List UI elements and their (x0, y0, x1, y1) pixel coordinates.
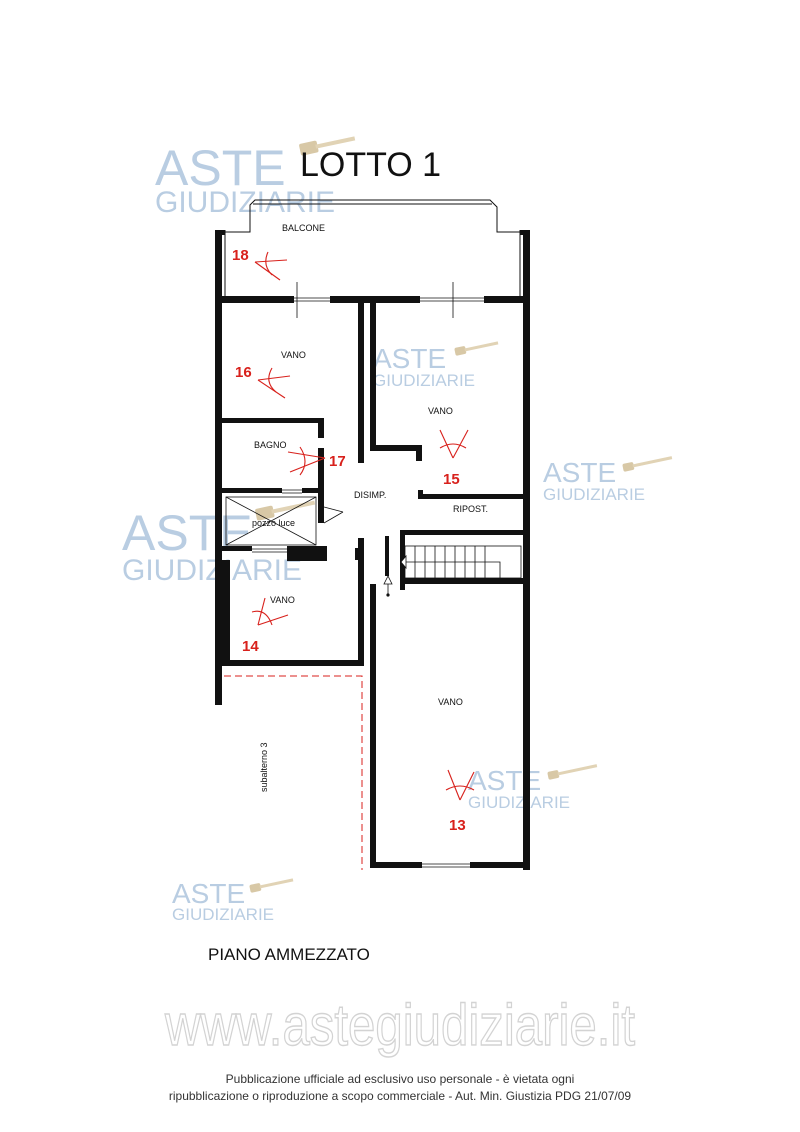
watermark-left-mid: ASTE GIUDIZIARIE (122, 500, 316, 587)
gavel-icon (299, 136, 356, 156)
watermark-giudiziarie: GIUDIZIARIE (543, 485, 645, 504)
door-swings (323, 506, 344, 524)
photo-point-15: 15 (439, 429, 469, 488)
windows (252, 282, 484, 868)
watermark-url: www.astegiudiziarie.it (164, 993, 635, 1058)
photo-point-18: 18 (232, 247, 288, 281)
watermark-giudiziarie: GIUDIZIARIE (172, 905, 274, 924)
watermark-aste: ASTE (543, 457, 616, 488)
room-label-ripost: RIPOST. (453, 504, 488, 514)
level-marker (383, 575, 393, 597)
room-label-pozzo-luce: pozzo luce (252, 518, 295, 528)
watermark-aste: ASTE (373, 343, 446, 374)
balcony-outline (222, 199, 523, 298)
camera-angle-icon (251, 597, 289, 626)
photo-point-17: 17 (287, 446, 346, 476)
photo-number: 13 (449, 817, 466, 834)
staircase (400, 545, 522, 579)
gavel-icon (255, 500, 316, 521)
room-label-vano-14: VANO (270, 595, 295, 605)
watermark-aste: ASTE (122, 505, 253, 561)
room-label-vano-16: VANO (281, 350, 306, 360)
watermark-right: ASTE GIUDIZIARIE (543, 456, 673, 504)
watermark-giudiziarie: GIUDIZIARIE (468, 793, 570, 812)
room-label-bagno: BAGNO (254, 440, 287, 450)
footer-line-1: Pubblicazione ufficiale ad esclusivo uso… (226, 1072, 575, 1086)
watermark-mid-right-room: ASTE GIUDIZIARIE (373, 341, 499, 390)
watermark-giudiziarie: GIUDIZIARIE (122, 554, 302, 587)
camera-angle-icon (287, 446, 326, 476)
photo-number: 16 (235, 364, 252, 381)
gavel-icon (249, 878, 294, 893)
photo-number: 14 (242, 638, 259, 655)
photo-point-14: 14 (242, 597, 289, 655)
gavel-icon (547, 764, 598, 780)
watermark-giudiziarie: GIUDIZIARIE (155, 186, 335, 219)
room-label-subalterno: subalterno 3 (259, 742, 269, 792)
light-well-cross (225, 496, 317, 546)
photo-number: 15 (443, 471, 460, 488)
watermark-giudiziarie: GIUDIZIARIE (373, 371, 475, 390)
watermark-aste: ASTE (155, 140, 286, 196)
watermark-bottom-room: ASTE GIUDIZIARIE (468, 764, 598, 812)
property-boundary (224, 675, 363, 870)
gavel-icon (622, 456, 673, 472)
photo-number: 17 (329, 453, 346, 470)
watermark-aste: ASTE (172, 878, 245, 909)
room-label-vano-15: VANO (428, 406, 453, 416)
watermark-aste: ASTE (468, 765, 541, 796)
photo-point-13: 13 (445, 769, 475, 834)
gavel-icon (454, 341, 499, 356)
floor-label: PIANO AMMEZZATO (208, 945, 370, 964)
photo-number: 18 (232, 247, 249, 264)
photo-point-16: 16 (235, 364, 291, 399)
page-title: LOTTO 1 (300, 146, 441, 184)
camera-angle-icon (439, 429, 469, 459)
footer-line-2: ripubblicazione o riproduzione a scopo c… (169, 1089, 632, 1103)
watermark-top-left: ASTE GIUDIZIARIE (155, 136, 356, 219)
camera-angle-icon (254, 251, 288, 281)
room-label-vano-13: VANO (438, 697, 463, 707)
room-label-balcone: BALCONE (282, 223, 325, 233)
room-label-disimp: DISIMP. (354, 490, 386, 500)
watermark-bottom-left: ASTE GIUDIZIARIE (172, 878, 294, 924)
camera-angle-icon (445, 769, 475, 801)
camera-angle-icon (257, 367, 291, 399)
